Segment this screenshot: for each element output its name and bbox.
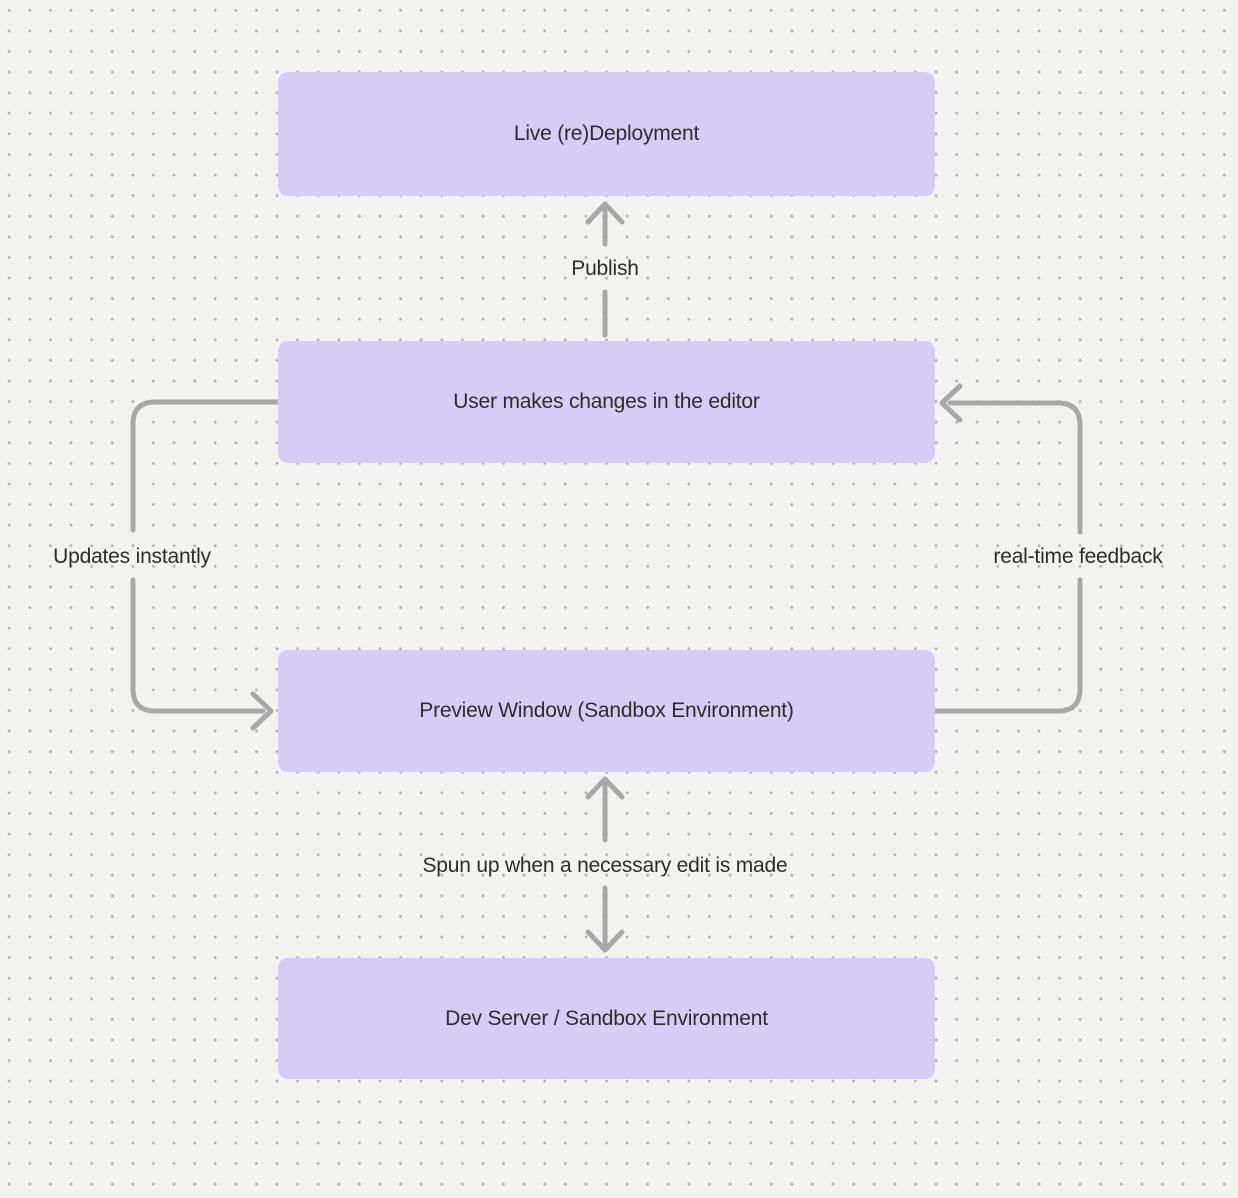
node-live-redeployment-label: Live (re)Deployment bbox=[513, 122, 700, 146]
spun-up-arrowhead-up-icon bbox=[585, 776, 625, 800]
spun-up-arrowhead-down-icon bbox=[585, 929, 625, 953]
real-time-feedback-line-bottom bbox=[932, 577, 1083, 714]
node-preview-window-label: Preview Window (Sandbox Environment) bbox=[419, 699, 794, 723]
edge-label-real-time-feedback: real-time feedback bbox=[993, 545, 1163, 568]
node-preview-window: Preview Window (Sandbox Environment) bbox=[278, 650, 935, 772]
node-dev-server: Dev Server / Sandbox Environment bbox=[278, 958, 935, 1079]
node-user-editor: User makes changes in the editor bbox=[278, 341, 935, 463]
updates-instantly-line-bottom bbox=[130, 577, 266, 714]
real-time-feedback-line-top bbox=[947, 400, 1083, 535]
updates-instantly-arrowhead-right-icon bbox=[250, 691, 274, 731]
node-user-editor-label: User makes changes in the editor bbox=[453, 390, 760, 414]
node-live-redeployment: Live (re)Deployment bbox=[278, 72, 935, 196]
edge-label-spun-up: Spun up when a necessary edit is made bbox=[422, 854, 788, 877]
publish-arrowhead-up-icon bbox=[585, 201, 625, 225]
updates-instantly-line-top bbox=[130, 399, 281, 533]
edge-label-updates-instantly: Updates instantly bbox=[53, 545, 211, 568]
node-dev-server-label: Dev Server / Sandbox Environment bbox=[445, 1006, 768, 1030]
real-time-feedback-arrowhead-left-icon bbox=[939, 383, 963, 423]
edge-label-publish: Publish bbox=[571, 257, 639, 280]
